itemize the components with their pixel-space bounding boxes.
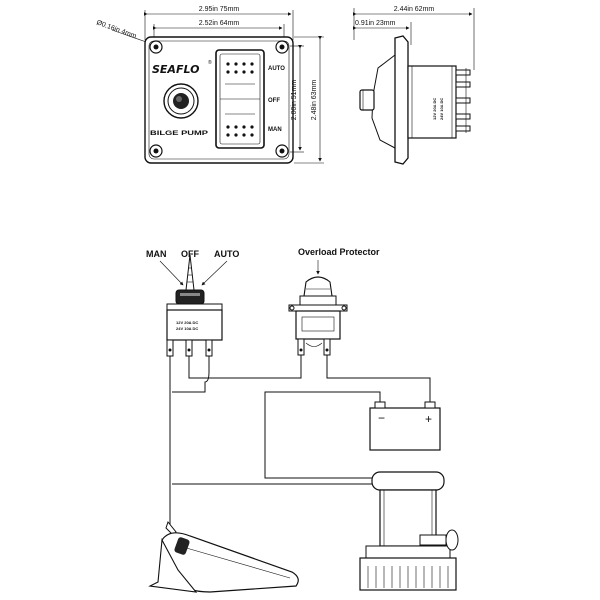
dim-depth-text: 2.44in 62mm [394,6,435,13]
dim-overall-height-text: 2.48in 63mm [311,80,318,121]
battery-icon: − + [369,401,441,451]
trademark-mark: ® [208,59,212,66]
dim-depth: 2.44in 62mm [353,6,475,70]
screw-icon [275,40,289,54]
wiring-diagram: MAN OFF AUTO Overload Protector 12V 20A … [146,247,459,593]
float-switch-icon [148,520,299,593]
wiring-off-label: OFF [181,249,199,259]
screw-icon [275,144,289,158]
bilge-pump-icon [359,471,459,591]
dim-overall-width: 2.95in 75mm [144,6,294,40]
side-rating-line-1: 12V 20A DC [432,98,437,120]
terminal-pins [455,68,471,133]
overload-protector [288,276,348,356]
off-label: OFF [268,98,280,104]
dim-overall-width-text: 2.95in 75mm [199,6,240,13]
wiring-man-label: MAN [146,249,167,259]
battery-plus-label: + [425,412,432,426]
auto-label: AUTO [268,66,285,72]
side-rating-line-2: 24V 10A DC [439,98,444,120]
side-view: 2.44in 62mm 0.91in 23mm 12V 20A DC 24V 1… [353,6,475,165]
screw-icon [149,40,163,54]
dim-front: 0.91in 23mm [353,20,412,45]
overload-protector-label: Overload Protector [298,247,380,257]
dim-inner-height: 2.00in 51mm [290,45,304,153]
switch-rating-line-1: 12V 20A DC [176,320,198,325]
dim-hole: Ø0.16in 4mm [95,19,153,45]
wires [169,355,431,525]
dim-inner-width-text: 2.52in 64mm [199,20,240,27]
dim-hole-text: Ø0.16in 4mm [95,19,137,40]
bilge-pump-label: BILGE PUMP [150,131,208,137]
indicator-led-dots [226,62,254,137]
switch-rating-line-2: 24V 10A DC [176,326,198,331]
screw-hole-icons [149,40,289,158]
rocker-switch [215,49,265,149]
brand-logo: SEAFLO [152,63,199,76]
front-view: 2.95in 75mm 2.52in 64mm Ø0.16in 4mm SEAF… [95,6,324,164]
battery-minus-label: − [378,411,385,425]
wiring-switch: 12V 20A DC 24V 10A DC [166,254,223,357]
man-label: MAN [268,127,282,133]
dim-overall-height: 2.48in 63mm [294,36,324,164]
wiring-auto-label: AUTO [214,249,239,259]
dim-inner-height-text: 2.00in 51mm [291,80,298,121]
breaker-button-icon [163,83,199,119]
dim-front-text: 0.91in 23mm [355,20,396,27]
screw-icon [149,144,163,158]
